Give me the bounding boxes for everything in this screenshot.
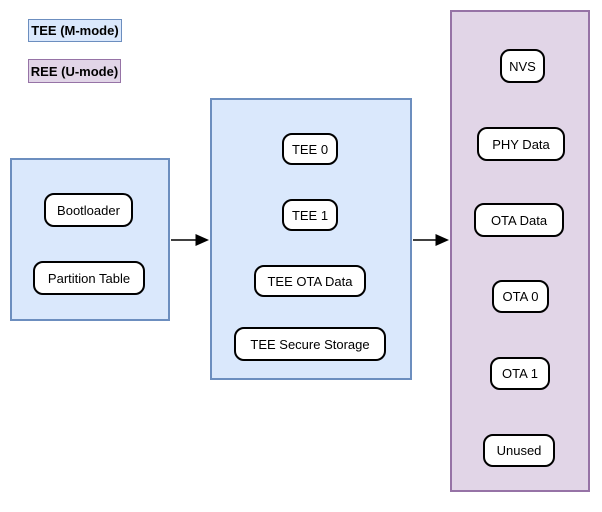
legend-ree-u-mode: REE (U-mode): [28, 59, 121, 83]
node-ota-data: OTA Data: [474, 203, 564, 237]
node-unused: Unused: [483, 434, 555, 467]
node-tee-0: TEE 0: [282, 133, 338, 165]
node-nvs: NVS: [500, 49, 545, 83]
node-tee-1: TEE 1: [282, 199, 338, 231]
node-tee-ota-data: TEE OTA Data: [254, 265, 366, 297]
node-tee-secure-storage: TEE Secure Storage: [234, 327, 386, 361]
node-ota-1: OTA 1: [490, 357, 550, 390]
container-ree-region: [450, 10, 590, 492]
legend-tee-m-mode: TEE (M-mode): [28, 19, 122, 42]
node-ota-0: OTA 0: [492, 280, 549, 313]
container-boot-region: [10, 158, 170, 321]
node-partition-table: Partition Table: [33, 261, 145, 295]
node-bootloader: Bootloader: [44, 193, 133, 227]
node-phy-data: PHY Data: [477, 127, 565, 161]
